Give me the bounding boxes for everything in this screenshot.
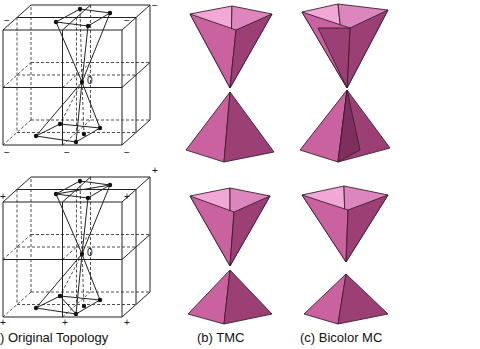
surface-edge bbox=[60, 124, 100, 128]
surface-edge bbox=[76, 82, 82, 142]
surface-edge bbox=[82, 254, 84, 306]
pyramid-face bbox=[338, 90, 390, 162]
vertex-dot bbox=[86, 24, 90, 28]
subfigure-caption: (c) Bicolor MC bbox=[300, 331, 382, 344]
sign-label: + bbox=[124, 192, 130, 202]
sign-label: + bbox=[152, 166, 158, 176]
surface-edge bbox=[76, 300, 100, 314]
vertex-dot bbox=[74, 140, 78, 144]
subfigure-caption: ) Original Topology bbox=[0, 331, 108, 344]
funnel-outer-face bbox=[347, 10, 388, 88]
surface-edge bbox=[82, 82, 100, 128]
cube-edge bbox=[3, 63, 31, 88]
surface-edge bbox=[82, 13, 110, 82]
cube-edge bbox=[17, 18, 18, 133]
funnel-outer-face bbox=[302, 12, 350, 88]
vertex-dot bbox=[86, 196, 90, 200]
surface-edge bbox=[36, 124, 60, 136]
subfigure-caption: (b) TMC bbox=[197, 331, 244, 344]
sign-label: − bbox=[4, 16, 10, 26]
pyramid-face bbox=[224, 270, 272, 324]
surface-edge bbox=[36, 296, 60, 308]
funnel-outer-face bbox=[346, 195, 388, 262]
cube-edge bbox=[17, 189, 136, 190]
surface-edge bbox=[80, 9, 82, 82]
pyramid-face bbox=[338, 274, 388, 324]
twist-face bbox=[318, 28, 350, 88]
surface-edge bbox=[36, 136, 76, 142]
sign-label: + bbox=[0, 318, 6, 328]
surface-edge bbox=[56, 194, 88, 198]
surface-edge bbox=[36, 254, 82, 308]
cube-edge bbox=[17, 75, 136, 76]
cube-edge bbox=[17, 17, 136, 18]
surface-edge bbox=[36, 82, 82, 136]
twist-face bbox=[338, 90, 360, 162]
sign-label: − bbox=[4, 148, 10, 158]
surface-edge bbox=[60, 296, 76, 314]
surface-edge bbox=[82, 185, 110, 254]
sign-label: + bbox=[62, 318, 68, 328]
surface-edge bbox=[88, 13, 110, 26]
surface-edge bbox=[82, 82, 84, 134]
surface-edge bbox=[82, 26, 88, 82]
surface-edge bbox=[56, 194, 82, 254]
cube-edge bbox=[76, 18, 77, 133]
pyramid-face bbox=[188, 270, 230, 324]
cube-edge bbox=[136, 18, 137, 133]
surface-edge bbox=[76, 254, 82, 314]
cube-edge bbox=[63, 63, 91, 88]
cube-edge bbox=[17, 190, 18, 305]
cube-edge bbox=[3, 87, 122, 88]
funnel-outer-face bbox=[230, 196, 270, 266]
funnel-inner-face bbox=[230, 188, 270, 266]
surface-edge bbox=[60, 296, 100, 300]
surface-edge bbox=[80, 181, 82, 254]
vertex-dot bbox=[80, 252, 84, 256]
funnel-inner-face bbox=[230, 6, 272, 88]
surface-edge bbox=[80, 181, 110, 185]
pyramid-face bbox=[224, 92, 274, 162]
cube-edge bbox=[3, 259, 122, 260]
funnel-inner-face bbox=[344, 186, 388, 262]
vertex-dot bbox=[80, 80, 84, 84]
cube-edge bbox=[136, 190, 137, 305]
cube-edge bbox=[76, 190, 77, 305]
sign-label: − bbox=[124, 16, 130, 26]
funnel-outer-face bbox=[190, 196, 234, 266]
sign-label: − bbox=[152, 1, 158, 11]
vertex-dot bbox=[78, 179, 82, 183]
vertex-label: 0 bbox=[87, 76, 93, 86]
sign-label: − bbox=[64, 148, 70, 158]
cube-edge bbox=[63, 235, 91, 260]
surface-edge bbox=[80, 9, 110, 13]
surface-edge bbox=[82, 254, 100, 300]
surface-edge bbox=[76, 128, 100, 142]
surface-edge bbox=[56, 22, 82, 82]
vertex-dot bbox=[58, 122, 62, 126]
vertex-dot bbox=[108, 11, 112, 15]
funnel-outer-face bbox=[230, 14, 272, 88]
vertex-dot bbox=[98, 298, 102, 302]
surface-edge bbox=[82, 198, 88, 254]
cube-edge bbox=[17, 247, 136, 248]
surface-edge bbox=[36, 308, 76, 314]
surface-edge bbox=[56, 9, 80, 22]
vertex-dot bbox=[78, 7, 82, 11]
pyramid-face bbox=[186, 92, 230, 162]
funnel-outer-face bbox=[302, 195, 348, 262]
sign-label: + bbox=[124, 318, 130, 328]
surface-edge bbox=[56, 185, 110, 194]
sign-label: + bbox=[0, 192, 6, 202]
sign-label: − bbox=[124, 148, 130, 158]
cube-edge bbox=[3, 235, 31, 260]
surface-edge bbox=[56, 22, 88, 26]
vertex-dot bbox=[98, 126, 102, 130]
funnel-outer-face bbox=[190, 14, 236, 88]
vertex-label: 0 bbox=[87, 248, 93, 258]
